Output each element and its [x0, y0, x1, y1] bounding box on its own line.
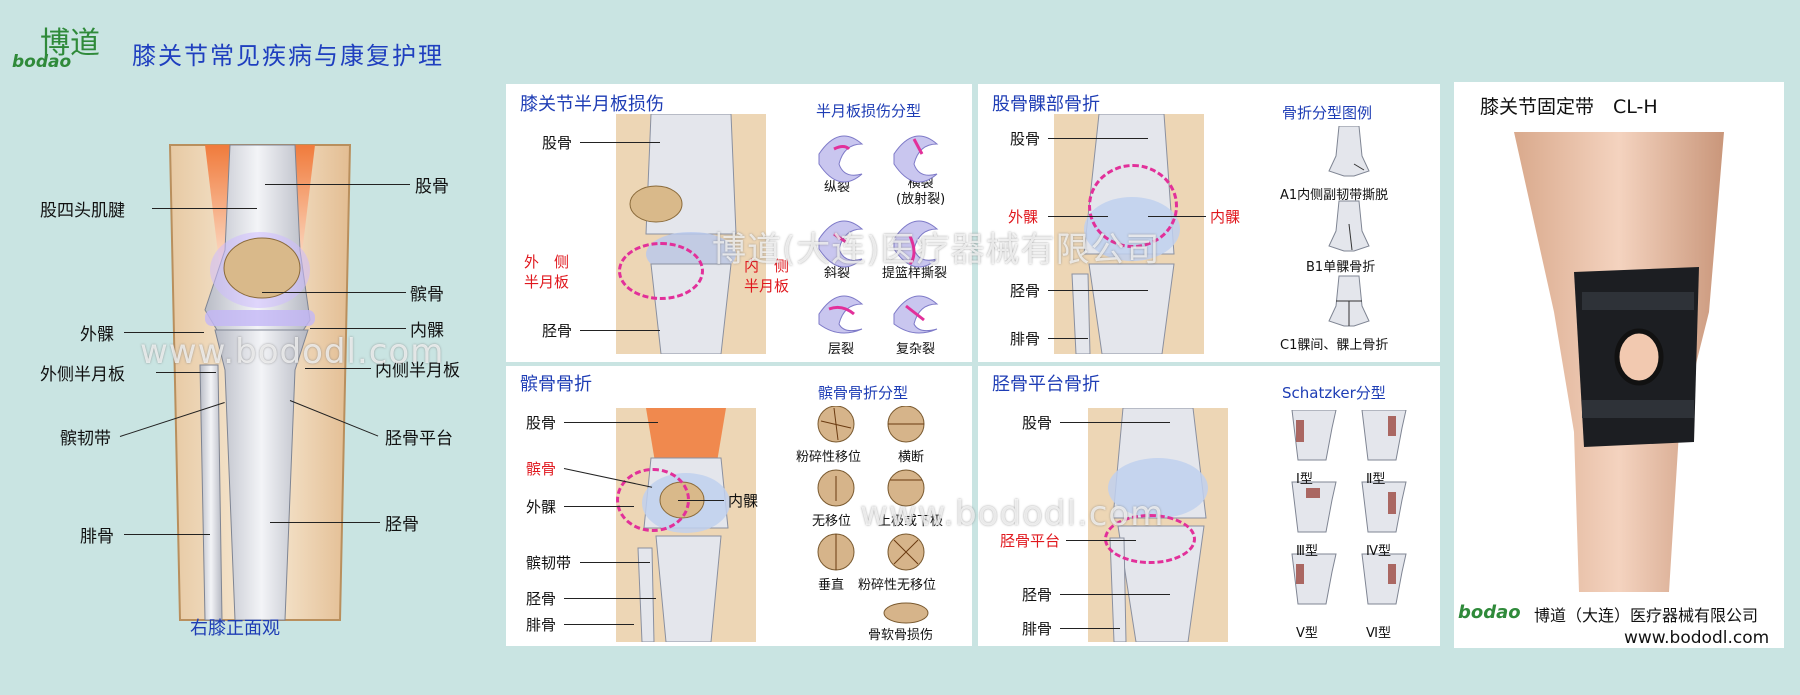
patella-types-title: 髌骨骨折分型 [818, 384, 909, 402]
panel-patella: 髌骨骨折 股骨 髌骨 外髁 内髁 髌韧带 胫骨 腓骨 髌骨骨折分型 粉碎性移位 … [506, 366, 972, 646]
watermark: www.bododl.com [140, 332, 445, 372]
condyle-label-femur: 股骨 [1010, 130, 1041, 148]
plateau-type: Ⅳ型 [1366, 544, 1391, 559]
condyle-label-tibia: 胫骨 [1010, 282, 1041, 300]
panel-condyle: 股骨髁部骨折 股骨 外髁 内髁 胫骨 腓骨 骨折分型图例 A1内侧副韧带撕脱 B… [978, 84, 1440, 362]
anatomy-label-medial-meniscus: 内侧半月板 [375, 361, 460, 381]
panel-condyle-title: 股骨髁部骨折 [992, 94, 1100, 115]
patella-label-femur: 股骨 [526, 414, 557, 432]
meniscus-knee-illustration [616, 114, 766, 354]
patella-label-fibula: 腓骨 [526, 616, 557, 634]
patella-type-icons [817, 406, 929, 624]
plateau-type: Ⅴ型 [1296, 626, 1318, 641]
anatomy-label-lateral-meniscus: 外侧半月板 [40, 365, 125, 385]
plateau-type: Ⅰ型 [1296, 472, 1313, 487]
logo-word: bodao [12, 52, 72, 72]
patella-type: 横断 [898, 450, 925, 465]
anatomy-label-medial-condyle: 内髁 [410, 321, 444, 341]
patella-label-medial: 内髁 [728, 492, 759, 510]
page-title: 膝关节常见疾病与康复护理 [132, 42, 444, 70]
patella-type: 粉碎性移位 [796, 450, 862, 465]
meniscus-label-lateral: 外 侧 半月板 [524, 253, 570, 291]
product-company: 博道（大连）医疗器械有限公司 [1534, 606, 1759, 625]
meniscus-type: 纵裂 [824, 180, 851, 195]
meniscus-type: 层裂 [828, 342, 855, 357]
product-url: www.bododl.com [1624, 628, 1770, 648]
patella-label-patella: 髌骨 [526, 460, 557, 478]
anatomy-caption: 右膝正面观 [190, 618, 280, 639]
plateau-type: Ⅲ型 [1296, 544, 1318, 559]
condyle-label-lateral: 外髁 [1008, 208, 1039, 226]
meniscus-label-medial: 内 侧 半月板 [744, 257, 790, 295]
plateau-type: Ⅱ型 [1366, 472, 1386, 487]
meniscus-type: 提篮样撕裂 [882, 266, 948, 281]
patella-type: 粉碎性无移位 [858, 578, 937, 593]
anatomy-label-quad-tendon: 股四头肌腱 [40, 201, 125, 221]
meniscus-types-title: 半月板损伤分型 [816, 102, 922, 120]
condyle-type: C1髁间、髁上骨折 [1280, 338, 1389, 353]
meniscus-type-icons [818, 135, 939, 334]
plateau-type-icons [1291, 410, 1407, 605]
panel-product: 膝关节固定带 CL-H bodao 博道（大连）医疗器械有限公司 www.bod… [1454, 82, 1784, 648]
plateau-label-fibula: 腓骨 [1022, 620, 1053, 638]
plateau-label-femur: 股骨 [1022, 414, 1053, 432]
watermark: 博道(大连)医疗器械有限公司 [712, 230, 1161, 270]
panel-plateau: 胫骨平台骨折 股骨 胫骨平台 胫骨 腓骨 Schatzker分型 Ⅰ型 Ⅱ型 Ⅲ… [978, 366, 1440, 646]
condyle-type: A1内侧副韧带撕脱 [1280, 188, 1389, 203]
anatomy-label-lateral-condyle: 外髁 [80, 325, 114, 345]
patella-label-lateral: 外髁 [526, 498, 557, 516]
condyle-type: B1单髁骨折 [1306, 260, 1376, 275]
plateau-type: Ⅵ型 [1366, 626, 1391, 641]
patella-type: 上极或下极 [878, 514, 944, 529]
anatomy-label-fibula: 腓骨 [80, 527, 114, 547]
condyle-label-fibula: 腓骨 [1010, 330, 1041, 348]
patella-label-ligament: 髌韧带 [526, 554, 572, 572]
plateau-types-title: Schatzker分型 [1282, 384, 1386, 402]
anatomy-label-femur: 股骨 [415, 177, 449, 197]
knee-anatomy-illustration [168, 144, 352, 621]
meniscus-type: 斜裂 [824, 266, 851, 281]
meniscus-type: 复杂裂 [896, 342, 936, 357]
patella-type: 垂直 [818, 578, 845, 593]
anatomy-label-patella: 髌骨 [410, 285, 444, 305]
anatomy-figure: 股骨 股四头肌腱 髌骨 外髁 内髁 外侧半月板 内侧半月板 髌韧带 胫骨平台 腓… [0, 140, 500, 660]
patella-type: 骨软骨损伤 [868, 628, 934, 643]
plateau-label-plateau: 胫骨平台 [1000, 532, 1061, 550]
condyle-label-medial: 内髁 [1210, 208, 1241, 226]
logo-mark: 博道 [40, 26, 100, 61]
condyle-types-title: 骨折分型图例 [1282, 104, 1373, 122]
knee-brace-photo [1514, 132, 1724, 592]
plateau-label-tibia: 胫骨 [1022, 586, 1053, 604]
meniscus-label-femur: 股骨 [542, 134, 573, 152]
anatomy-label-tibial-plateau: 胫骨平台 [385, 429, 453, 449]
panel-meniscus: 膝关节半月板损伤 股骨 外 侧 半月板 内 侧 半月板 胫骨 半月板损伤分型 纵… [506, 84, 972, 362]
product-title: 膝关节固定带 CL-H [1480, 96, 1658, 118]
product-brand: bodao [1458, 602, 1521, 623]
patella-type: 无移位 [812, 514, 852, 529]
meniscus-label-tibia: 胫骨 [542, 322, 573, 340]
anatomy-label-patellar-ligament: 髌韧带 [60, 429, 111, 449]
condyle-type-icons [1328, 126, 1370, 327]
panel-plateau-title: 胫骨平台骨折 [992, 374, 1100, 395]
patella-label-tibia: 胫骨 [526, 590, 557, 608]
brand-logo: 博道 bodao [12, 18, 102, 74]
watermark: www.bododl.com [860, 494, 1165, 534]
panel-patella-title: 髌骨骨折 [520, 374, 592, 395]
panel-meniscus-title: 膝关节半月板损伤 [520, 94, 664, 115]
anatomy-label-tibia: 胫骨 [385, 515, 419, 535]
